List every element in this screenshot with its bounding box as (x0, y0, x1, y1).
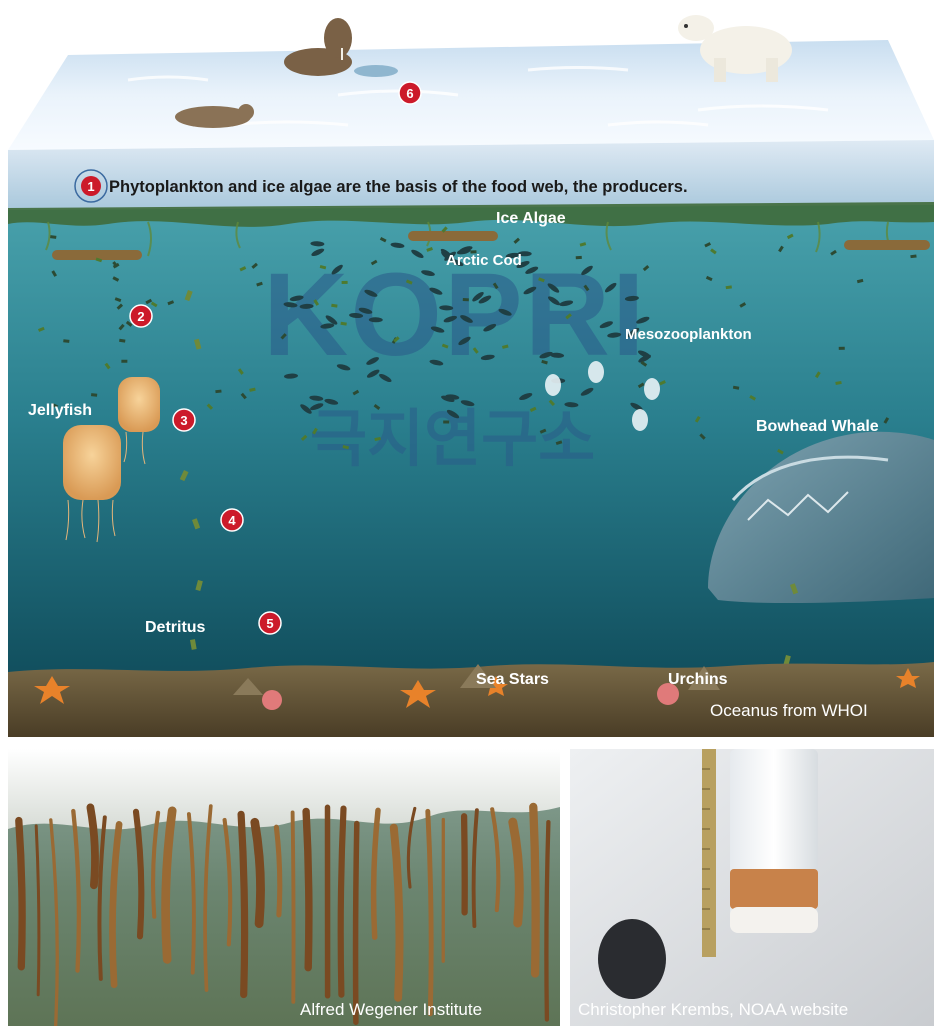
label-sea-stars: Sea Stars (476, 671, 549, 688)
arctic-food-web-diagram: 6 1 Phytoplankton and ice algae are the … (8, 0, 934, 737)
label-ice-algae: Ice Algae (496, 210, 566, 227)
plankton-particle (576, 256, 582, 259)
label-urchins: Urchins (668, 671, 728, 688)
photo2-algae-layer (730, 869, 818, 909)
floating-debris-2 (408, 231, 498, 241)
plankton-particle (91, 393, 97, 397)
kopri-watermark: KOPRI 극지연구소 (263, 249, 647, 474)
ice-breathing-hole (354, 65, 398, 77)
plankton-particle (839, 347, 845, 350)
photo2-drill-hole (598, 919, 666, 999)
svg-text:5: 5 (266, 616, 273, 631)
seafloor (8, 662, 934, 737)
marker-2: 2 (130, 305, 152, 327)
algae-strand (19, 821, 22, 967)
algae-strand (341, 809, 344, 995)
credit-diagram: Oceanus from WHOI (710, 701, 868, 720)
plankton-particle (463, 298, 469, 301)
sea-ice-surface (8, 40, 934, 150)
svg-text:6: 6 (406, 86, 413, 101)
walrus-illustration (284, 18, 352, 76)
marker-4: 4 (221, 509, 243, 531)
plankton-particle (443, 421, 449, 424)
label-bowhead-whale: Bowhead Whale (756, 418, 879, 435)
label-jellyfish: Jellyfish (28, 402, 92, 419)
algae-strand (546, 822, 548, 1019)
svg-text:4: 4 (228, 513, 236, 528)
label-mesozooplankton: Mesozooplankton (625, 326, 752, 343)
label-arctic-cod: Arctic Cod (446, 252, 522, 269)
marker-3: 3 (173, 409, 195, 431)
plankton-particle (215, 390, 221, 394)
floating-debris-3 (844, 240, 930, 250)
algae-strand (241, 814, 245, 994)
svg-text:3: 3 (180, 413, 187, 428)
headline-text: Phytoplankton and ice algae are the basi… (109, 178, 688, 196)
svg-text:1: 1 (87, 179, 94, 194)
algae-strand (464, 816, 465, 912)
algae-strand (293, 813, 294, 1002)
algae-strand (306, 811, 309, 967)
svg-text:2: 2 (137, 309, 144, 324)
photo-ice-algae-underside: Alfred Wegener Institute (8, 749, 560, 1026)
algae-strand (356, 824, 357, 1023)
photo2-core-bottom (730, 907, 818, 933)
credit-photo-right: Christopher Krembs, NOAA website (578, 1000, 848, 1019)
marker-6: 6 (399, 82, 421, 104)
plankton-particle (121, 360, 127, 363)
plankton-particle (342, 281, 348, 284)
plankton-particle (63, 339, 69, 343)
marker-5: 5 (259, 612, 281, 634)
algae-strand (90, 807, 95, 885)
credit-photo-left: Alfred Wegener Institute (300, 1000, 482, 1019)
sea-ice-edge (8, 140, 934, 210)
algae-strand (533, 807, 535, 974)
photo-ice-core: Christopher Krembs, NOAA website (570, 749, 934, 1026)
photo2-measuring-rod (702, 749, 716, 957)
label-detritus: Detritus (145, 619, 206, 636)
